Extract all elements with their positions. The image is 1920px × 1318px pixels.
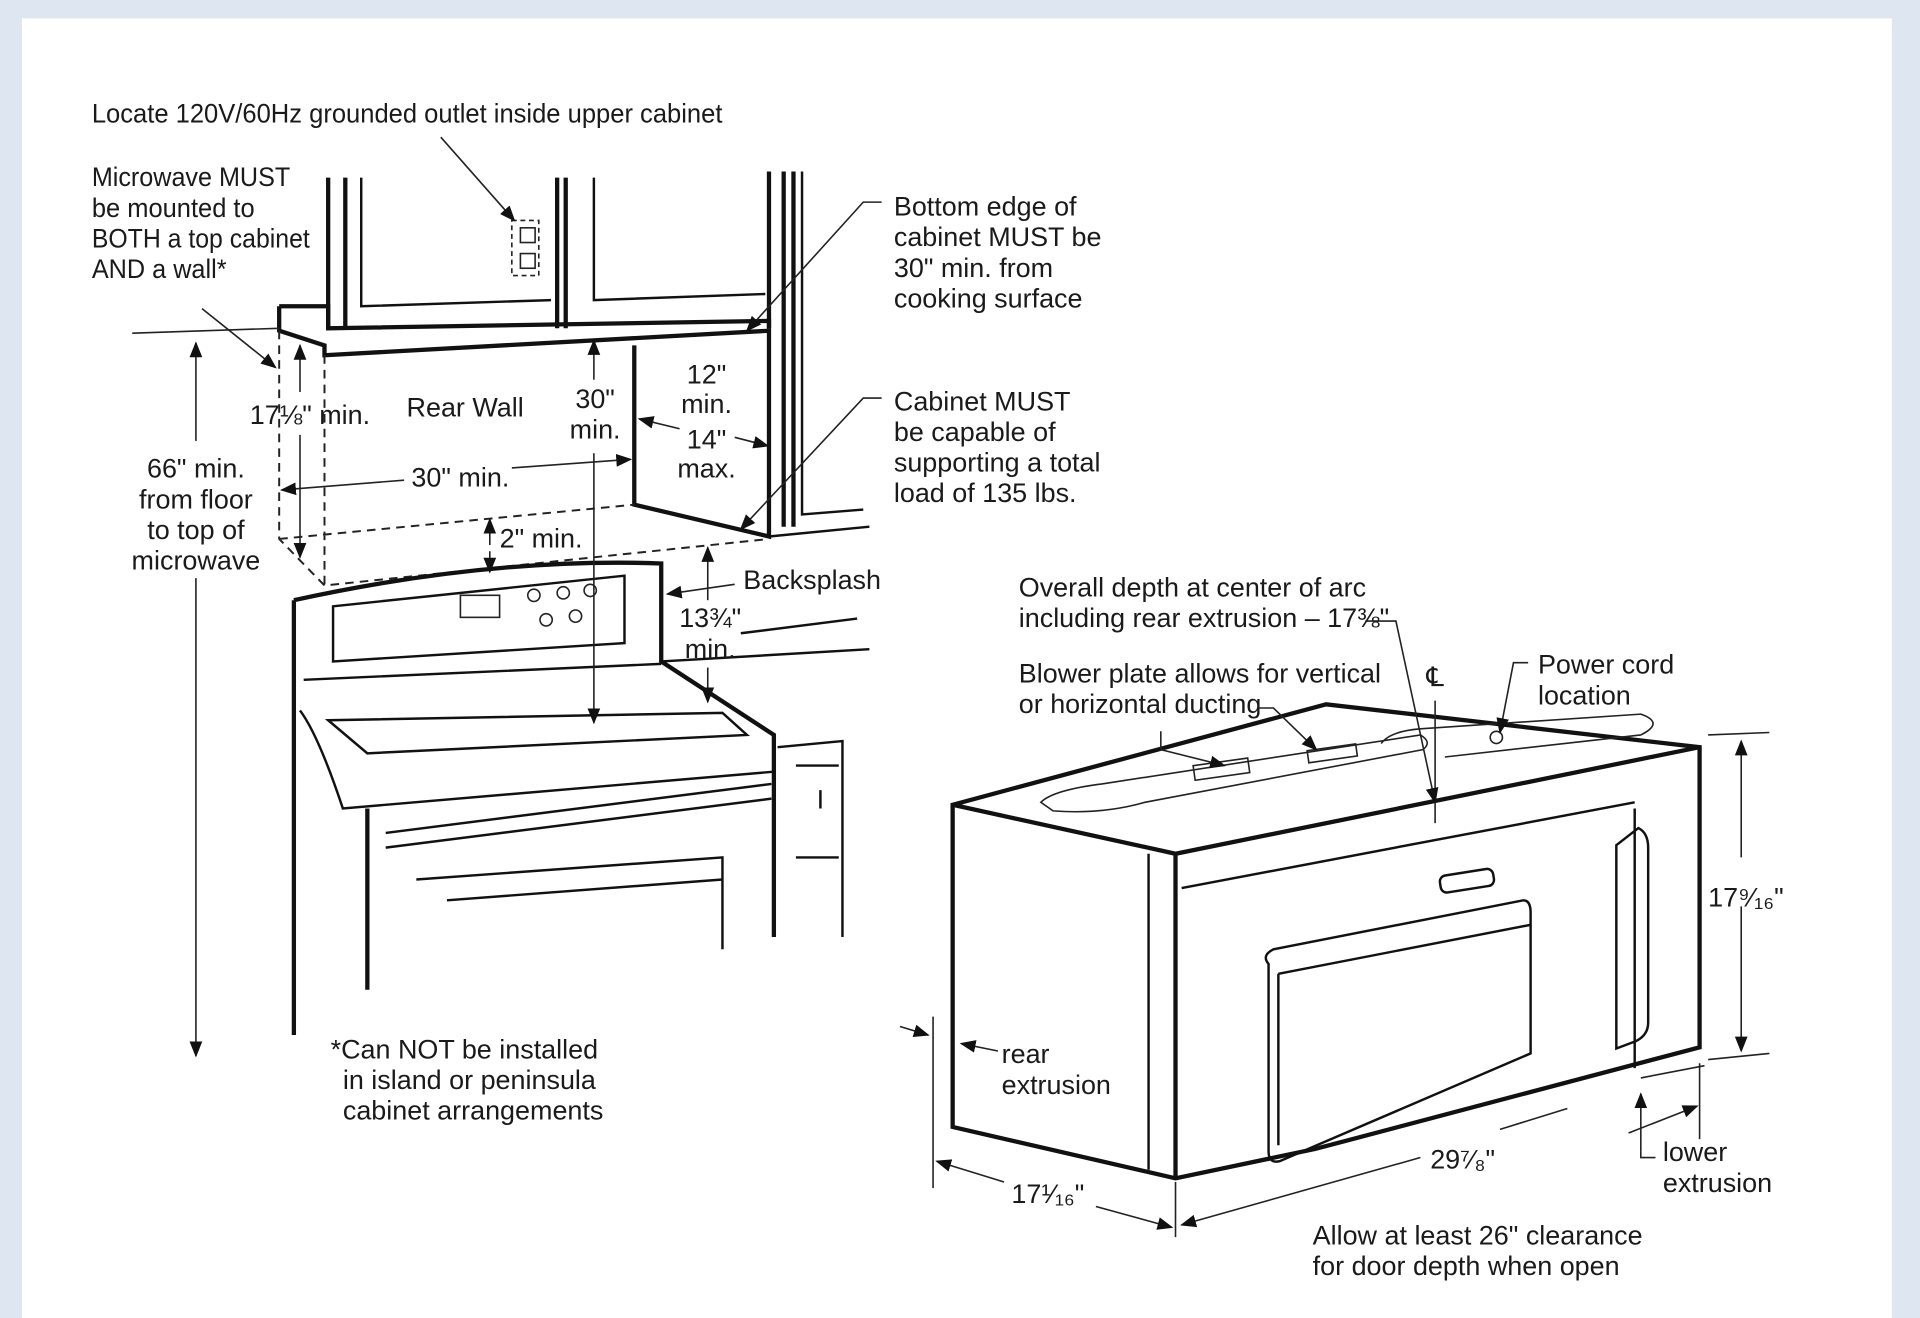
floor-note-line: to top of [147,515,245,545]
diagram-panel [22,18,1892,1318]
cabinet-depth-label: 14" [687,424,727,454]
outlet-note: Locate 120V/60Hz grounded outlet inside … [92,98,723,128]
dimension-lines-left [132,136,882,1058]
cabinet-load-note-line: be capable of [894,417,1056,447]
centerline-symbol: ℄ [1425,662,1444,692]
width-min-label: 30" min. [411,462,509,492]
island-note-line: in island or peninsula [343,1065,596,1095]
depth-dimension: 17¹⁄₁₆" [1011,1179,1084,1209]
dimension-lines-right [899,620,1770,1238]
rear-wall-label: Rear Wall [407,392,524,422]
microwave-drawing [950,702,1702,1181]
floor-note-line: microwave [132,546,261,576]
clearance-note-line: Allow at least 26" clearance [1313,1221,1643,1251]
lower-extrusion-label: lower [1663,1137,1727,1167]
cabinet-depth-label: max. [677,454,735,484]
island-note-line: cabinet arrangements [343,1096,604,1126]
cabinet-depth-label: min. [681,389,732,419]
backsplash-height-label: min. [685,634,736,664]
mount-note-line: be mounted to [92,193,255,223]
cabinet-load-note-line: load of 135 lbs. [894,478,1077,508]
bottom-edge-note-line: cabinet MUST be [894,222,1102,252]
lower-extrusion-label: extrusion [1663,1168,1772,1198]
cabinet-depth-label: 12" [687,359,727,389]
bottom-edge-note-line: 30" min. from [894,253,1053,283]
cooktop-clearance-label: min. [570,415,621,445]
mount-note-line: Microwave MUST [92,162,290,192]
mount-note-line: AND a wall* [92,254,227,284]
clearance-note-line: for door depth when open [1313,1251,1620,1281]
mount-note-line: BOTH a top cabinet [92,223,310,253]
blower-note-line: or horizontal ducting [1019,689,1262,719]
cabinet-load-note-line: supporting a total [894,448,1101,478]
power-cord-note-line: location [1538,680,1631,710]
overall-depth-note-line: including rear extrusion – 17⅜" [1019,603,1389,633]
floor-note-line: from floor [139,484,253,514]
rear-extrusion-label: rear [1002,1039,1050,1069]
rear-extrusion-label: extrusion [1002,1070,1111,1100]
blower-note-line: Blower plate allows for vertical [1019,658,1381,688]
cabinet-drawing [277,171,870,587]
width-dimension: 29⁷⁄₈" [1430,1145,1495,1175]
gap-min-label: 2" min. [500,524,583,554]
backsplash-label: Backsplash [743,565,881,595]
microwave-labels: Overall depth at center of arc including… [1002,573,1784,1282]
bottom-edge-note-line: Bottom edge of [894,192,1077,222]
power-cord-note-line: Power cord [1538,650,1674,680]
cooktop-clearance-label: 30" [575,384,615,414]
range-drawing [291,560,870,1036]
height-dimension: 17⁹⁄₁₆" [1708,882,1784,912]
overall-depth-note-line: Overall depth at center of arc [1019,573,1366,603]
bottom-edge-note-line: cooking surface [894,283,1083,313]
cabinet-load-note-line: Cabinet MUST [894,386,1071,416]
backsplash-height-label: 13¾" [679,603,741,633]
floor-note-line: 66" min. [147,454,245,484]
height-min-label: 17⅛" min. [250,400,370,430]
installation-labels: Locate 120V/60Hz grounded outlet inside … [92,98,1102,1125]
island-note-line: *Can NOT be installed [331,1034,598,1064]
